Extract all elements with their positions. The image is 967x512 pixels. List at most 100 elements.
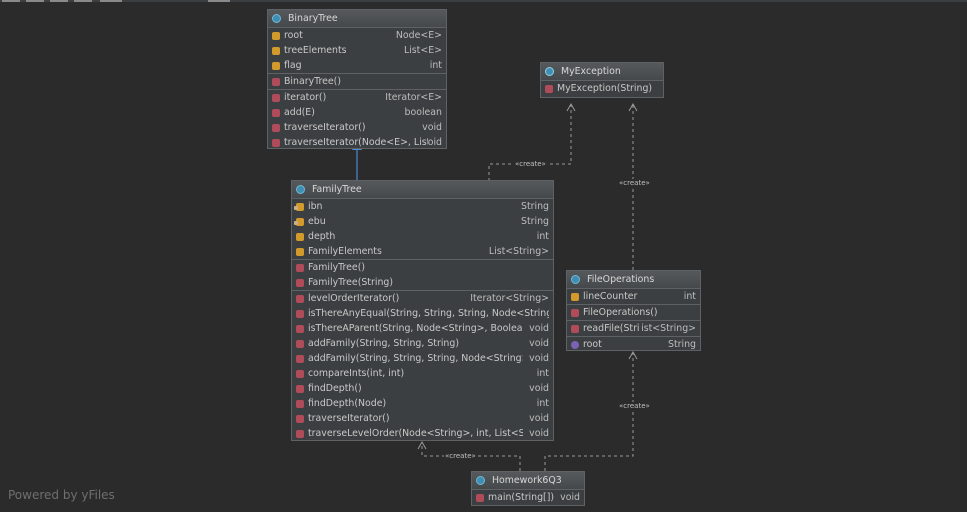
toolbar-button[interactable] (2, 0, 20, 2)
class-header[interactable]: FamilyTree (292, 181, 553, 199)
member-name: FamilyTree() (308, 262, 366, 273)
exception-class-icon (545, 67, 554, 76)
member-name: FileOperations() (583, 307, 658, 318)
constructors-section: BinaryTree() (268, 74, 446, 90)
field-icon (296, 247, 304, 256)
member-name: main(String[]) (488, 492, 555, 503)
method-icon (296, 399, 304, 408)
toolbar-button[interactable] (26, 0, 44, 2)
method-row[interactable]: traverseIterator(Node<E>, List<E>)oid (268, 135, 446, 148)
class-icon (476, 476, 485, 485)
method-icon (296, 339, 304, 348)
member-name: traverseIterator() (284, 122, 366, 133)
class-header[interactable]: FileOperations (567, 271, 700, 289)
class-title: BinaryTree (288, 13, 338, 24)
method-icon (545, 84, 553, 93)
class-node-myexception[interactable]: MyException MyException(String) (540, 62, 664, 98)
method-row[interactable]: compareInts(int, int)int (292, 366, 553, 381)
method-icon (272, 93, 280, 102)
member-type: String (668, 339, 696, 350)
method-icon (296, 429, 304, 438)
member-name: traverseIterator() (308, 413, 390, 424)
member-name: traverseIterator(Node<E>, List<E>) (284, 137, 428, 148)
toolbar-button[interactable] (100, 0, 122, 2)
method-row[interactable]: FileOperations() (567, 305, 700, 320)
field-icon (272, 61, 280, 70)
class-title: FileOperations (587, 274, 655, 285)
field-icon (571, 292, 579, 301)
method-row[interactable]: isThereAnyEqual(String, String, String, … (292, 306, 553, 321)
member-type: String (521, 216, 549, 227)
member-name: depth (308, 231, 336, 242)
member-type: void (529, 323, 549, 334)
method-icon (296, 354, 304, 363)
method-row[interactable]: readFile(String)ist<String> (567, 321, 700, 336)
method-row[interactable]: iterator() Iterator<E> (268, 90, 446, 105)
member-type: void (529, 413, 549, 424)
method-icon (272, 123, 280, 132)
method-icon (296, 384, 304, 393)
member-name: addFamily(String, String, String) (308, 338, 459, 349)
method-row[interactable]: traverseIterator() void (292, 411, 553, 426)
method-row[interactable]: findDepth(Node)int (292, 396, 553, 411)
method-row[interactable]: isThereAParent(String, Node<String>, Boo… (292, 321, 553, 336)
method-row[interactable]: traverseIterator()void (268, 120, 446, 135)
field-row[interactable]: treeElements List<E> (268, 43, 446, 58)
method-icon (571, 324, 579, 333)
member-type: Iterator<String> (470, 293, 549, 304)
method-row[interactable]: addFamily(String, String, String)void (292, 336, 553, 351)
toolbar-button[interactable] (74, 0, 92, 2)
method-row[interactable]: MyException(String) (541, 81, 663, 96)
method-row[interactable]: FamilyTree() (292, 260, 553, 275)
toolbar-button[interactable] (50, 0, 68, 2)
create-label: «create» (618, 402, 651, 410)
method-row[interactable]: traverseLevelOrder(Node<String>, int, Li… (292, 426, 553, 440)
method-row[interactable]: add(E)boolean (268, 105, 446, 120)
class-title: MyException (561, 66, 621, 77)
class-header[interactable]: Homework6Q3 (472, 472, 584, 490)
member-name: iterator() (284, 92, 327, 103)
method-row[interactable]: findDepth()void (292, 381, 553, 396)
toolbar-button[interactable] (208, 0, 230, 2)
method-row[interactable]: FamilyTree(String) (292, 275, 553, 290)
member-name: isThereAnyEqual(String, String, String, … (308, 308, 549, 319)
class-header[interactable]: BinaryTree (268, 10, 446, 28)
class-header[interactable]: MyException (541, 63, 663, 81)
method-row[interactable]: BinaryTree() (268, 74, 446, 89)
method-icon (296, 414, 304, 423)
constructors-section: MyException(String) (541, 81, 663, 96)
method-icon (272, 138, 280, 147)
member-name: BinaryTree() (284, 76, 341, 87)
member-type: String (521, 201, 549, 212)
member-type: Iterator<E> (385, 92, 442, 103)
member-name: readFile(String) (583, 323, 639, 334)
member-type: List<E> (403, 45, 442, 56)
member-name: findDepth() (308, 383, 362, 394)
member-name: treeElements (284, 45, 347, 56)
method-icon (296, 324, 304, 333)
method-row[interactable]: addFamily(String, String, String, Node<S… (292, 351, 553, 366)
member-type: int (429, 60, 442, 71)
class-title: FamilyTree (312, 184, 362, 195)
class-node-homework6q3[interactable]: Homework6Q3 main(String[])void (471, 471, 585, 506)
method-row[interactable]: levelOrderIterator()Iterator<String> (292, 291, 553, 306)
methods-section: readFile(String)ist<String> (567, 321, 700, 337)
class-icon (296, 185, 305, 194)
property-icon (571, 340, 579, 349)
method-row[interactable]: main(String[])void (472, 490, 584, 505)
method-icon (296, 294, 304, 303)
create-label: «create» (444, 452, 477, 460)
member-type: ist<String> (641, 323, 696, 334)
